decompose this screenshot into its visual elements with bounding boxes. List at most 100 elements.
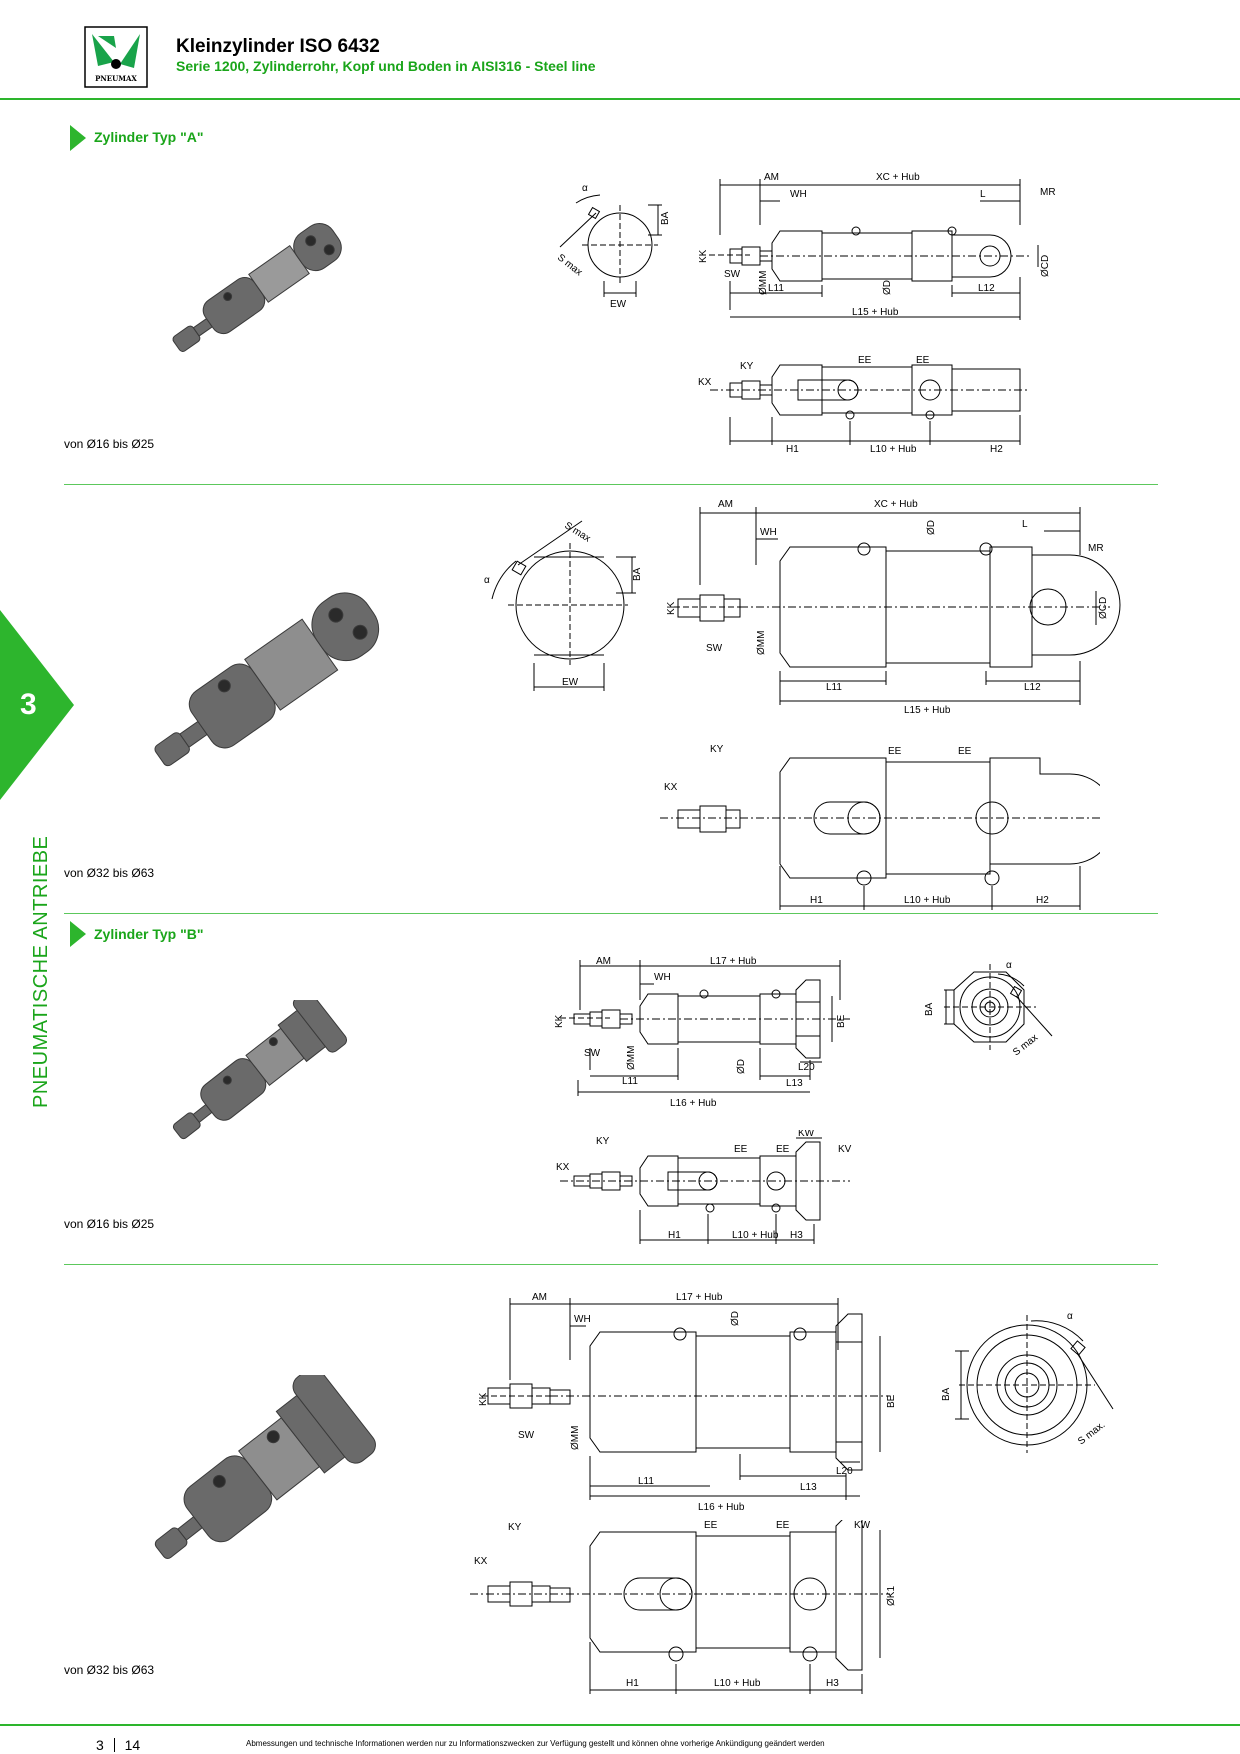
label-l: L xyxy=(1022,519,1028,530)
label-ee: EE xyxy=(776,1144,790,1155)
label-ee: EE xyxy=(734,1144,748,1155)
label-am: AM xyxy=(596,956,611,967)
label-ee: EE xyxy=(888,746,902,757)
label-l12: L12 xyxy=(1024,682,1041,693)
header-rule xyxy=(0,98,1240,100)
label-l11: L11 xyxy=(638,1476,654,1487)
label-wh: WH xyxy=(654,972,671,983)
label-kx: KX xyxy=(664,782,678,793)
label-l16-hub: L16 + Hub xyxy=(670,1098,717,1109)
chapter-tab: 3 xyxy=(0,610,74,800)
label-kw: KW xyxy=(854,1520,871,1531)
label-l20: L20 xyxy=(798,1062,815,1073)
label-l20: L20 xyxy=(836,1466,853,1477)
footer-rule xyxy=(0,1724,1240,1726)
label-ky: KY xyxy=(508,1522,522,1533)
label-alpha: α xyxy=(582,183,588,194)
label-h1: H1 xyxy=(810,895,823,906)
logo-text: PNEUMAX xyxy=(95,74,137,83)
label-kk: KK xyxy=(666,601,677,615)
drawing-a-small-end-view: α S max EW BA xyxy=(540,175,671,320)
label-s-max: S max xyxy=(555,252,584,278)
drawing-b-large-side-view: AM L17 + Hub WH ØD KK SW ØMM BE L20 L11 … xyxy=(470,1290,920,1530)
separator xyxy=(64,484,1158,485)
label-l11: L11 xyxy=(768,283,784,294)
label-ky: KY xyxy=(596,1136,610,1147)
label-l15-hub: L15 + Hub xyxy=(852,307,899,318)
label-l10-hub: L10 + Hub xyxy=(732,1230,779,1241)
separator xyxy=(64,913,1158,914)
range-label-b-large: von Ø32 bis Ø63 xyxy=(64,1663,155,1677)
label-kx: KX xyxy=(474,1556,488,1567)
label-mr: MR xyxy=(1040,187,1056,198)
label-l10-hub: L10 + Hub xyxy=(870,444,917,455)
label-l15-hub: L15 + Hub xyxy=(904,705,951,716)
label-kw: KW xyxy=(798,1130,815,1139)
label-wh: WH xyxy=(790,189,807,200)
label-sw: SW xyxy=(584,1048,601,1059)
label-ok1: ØK1 xyxy=(886,1586,897,1606)
label-be: BE xyxy=(886,1394,897,1408)
label-am: AM xyxy=(718,499,733,510)
label-kk: KK xyxy=(554,1014,565,1028)
label-l16-hub: L16 + Hub xyxy=(698,1502,745,1513)
page-number-divider xyxy=(113,1738,115,1752)
drawing-a-small-side-view: AM XC + Hub WH L MR KK SW ØMM ØD ØCD L11… xyxy=(690,165,1070,340)
label-s-max: S max xyxy=(1011,1032,1040,1058)
label-h2: H2 xyxy=(990,444,1003,455)
cylinder-photo-b-small xyxy=(150,990,360,1155)
cylinder-photo-b-large xyxy=(130,1367,390,1580)
range-label-a-small: von Ø16 bis Ø25 xyxy=(64,437,155,451)
section-title-b: Zylinder Typ "B" xyxy=(94,926,204,942)
label-l10-hub: L10 + Hub xyxy=(904,895,951,906)
label-l12: L12 xyxy=(978,283,995,294)
label-omm: ØMM xyxy=(570,1426,581,1450)
drawing-a-large-end-view: α S max EW BA xyxy=(478,515,658,700)
section-marker-icon xyxy=(70,125,86,156)
section-title-a: Zylinder Typ "A" xyxy=(94,129,204,145)
label-l17-hub: L17 + Hub xyxy=(710,956,757,967)
label-ee: EE xyxy=(776,1520,790,1531)
label-be: BE xyxy=(836,1014,847,1028)
label-l11: L11 xyxy=(826,682,842,693)
label-alpha: α xyxy=(484,575,490,586)
drawing-b-small-side-view: AM L17 + Hub WH KK SW ØMM ØD BE L11 L20 … xyxy=(550,950,910,1120)
drawing-a-small-top-view: KY KX EE EE H1 L10 + Hub H2 xyxy=(690,355,1030,460)
page-number-chapter: 3 xyxy=(96,1737,104,1753)
drawing-b-small-end-view: α BA S max xyxy=(920,950,1070,1085)
chapter-number: 3 xyxy=(20,688,37,721)
label-h3: H3 xyxy=(826,1678,839,1689)
brand-logo: PNEUMAX xyxy=(84,26,148,88)
label-l11: L11 xyxy=(622,1076,638,1087)
label-od: ØD xyxy=(736,1059,747,1074)
label-ew: EW xyxy=(562,677,579,688)
label-ba: BA xyxy=(924,1002,935,1016)
label-sw: SW xyxy=(724,269,741,280)
range-label-a-large: von Ø32 bis Ø63 xyxy=(64,866,155,880)
label-wh: WH xyxy=(760,527,777,538)
label-ba: BA xyxy=(941,1387,952,1401)
label-omm: ØMM xyxy=(756,631,767,655)
label-ee: EE xyxy=(958,746,972,757)
label-ba: BA xyxy=(632,567,643,581)
section-marker-icon xyxy=(70,921,86,952)
label-ocd: ØCD xyxy=(1040,255,1051,277)
label-am: AM xyxy=(764,172,779,183)
label-ocd: ØCD xyxy=(1098,597,1109,619)
drawing-b-large-top-view: KY KX EE EE KW ØK1 H1 L10 + Hub H3 xyxy=(470,1513,920,1703)
label-h3: H3 xyxy=(790,1230,803,1241)
drawing-b-large-end-view: α BA S max. xyxy=(935,1295,1115,1470)
label-sw: SW xyxy=(706,643,723,654)
label-ee: EE xyxy=(916,355,930,366)
label-ew: EW xyxy=(610,299,627,310)
label-ee: EE xyxy=(704,1520,718,1531)
label-omm: ØMM xyxy=(758,271,769,295)
label-ky: KY xyxy=(740,361,754,372)
label-od: ØD xyxy=(730,1311,741,1326)
page-subtitle: Serie 1200, Zylinderrohr, Kopf und Boden… xyxy=(176,58,596,74)
label-alpha: α xyxy=(1067,1311,1073,1322)
label-kx: KX xyxy=(556,1162,570,1173)
label-l13: L13 xyxy=(786,1078,803,1089)
footer-disclaimer: Abmessungen und technische Informationen… xyxy=(246,1739,825,1748)
label-kx: KX xyxy=(698,377,712,388)
